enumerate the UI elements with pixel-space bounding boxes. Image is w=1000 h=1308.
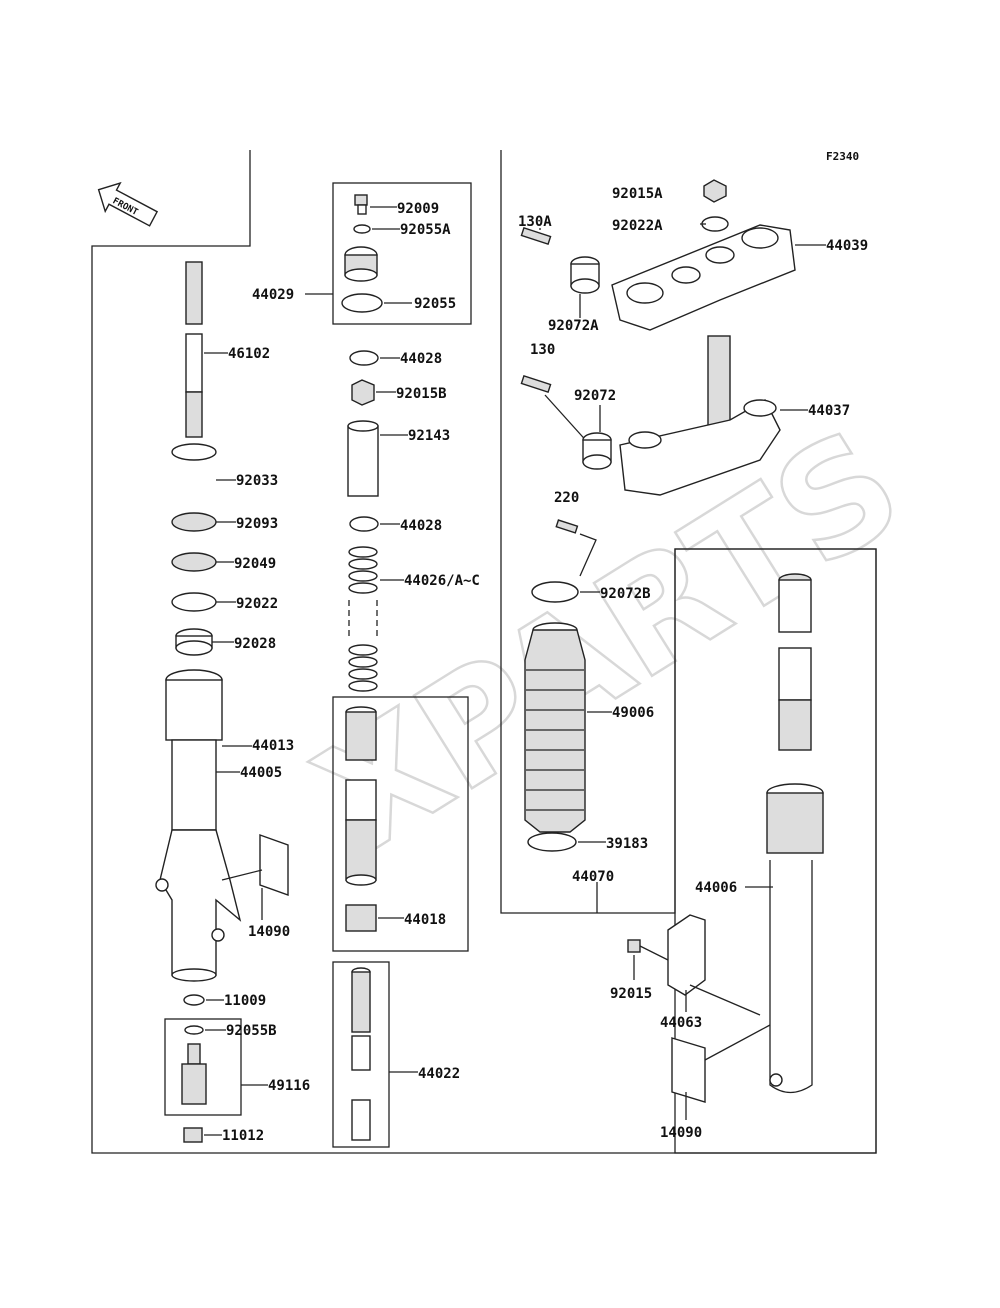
seal-92093	[171, 512, 217, 532]
upper-bracket-44039	[611, 224, 796, 331]
label-92055: 92055	[414, 296, 456, 312]
oring-92055	[341, 293, 383, 313]
label-44026: 44026/A~C	[404, 573, 480, 589]
label-46102: 46102	[228, 346, 270, 362]
fork-tube-right	[778, 573, 812, 751]
label-39183: 39183	[606, 836, 648, 852]
bushing-92028	[175, 628, 213, 656]
label-plate-14090-right	[671, 1037, 706, 1103]
fork-tube-46102	[185, 261, 203, 438]
seal-92049	[171, 552, 217, 572]
piston-box	[332, 696, 469, 952]
bolt-11012	[183, 1127, 203, 1143]
label-92072A: 92072A	[548, 318, 599, 334]
label-92009: 92009	[397, 201, 439, 217]
oring-92055B	[184, 1025, 204, 1035]
screw-220	[555, 519, 579, 534]
label-92015A: 92015A	[612, 186, 663, 202]
valve-49116	[181, 1043, 207, 1105]
label-44063: 44063	[660, 1015, 702, 1031]
label-220: 220	[554, 490, 579, 506]
label-92022A: 92022A	[612, 218, 663, 234]
label-11012: 11012	[222, 1128, 264, 1144]
label-49006: 49006	[612, 705, 654, 721]
outer-tube-44006	[766, 783, 824, 1094]
clamp-92072A	[570, 256, 600, 294]
bushing-44018	[345, 904, 377, 932]
label-92022: 92022	[236, 596, 278, 612]
label-14090-right: 14090	[660, 1125, 702, 1141]
label-92015B: 92015B	[396, 386, 447, 402]
label-44005: 44005	[240, 765, 282, 781]
damper-box	[332, 961, 390, 1148]
label-130A: 130A	[518, 214, 552, 230]
label-14090-left: 14090	[248, 924, 290, 940]
label-44037: 44037	[808, 403, 850, 419]
label-130: 130	[530, 342, 555, 358]
label-92033: 92033	[236, 473, 278, 489]
label-92143: 92143	[408, 428, 450, 444]
bolt-92009	[354, 194, 368, 215]
front-arrow-icon: FRONT	[97, 181, 159, 227]
clip-92033	[171, 443, 217, 461]
valve-box	[164, 1018, 242, 1116]
rubber-boot-49006	[524, 622, 586, 833]
label-44028-upper: 44028	[400, 351, 442, 367]
label-44018: 44018	[404, 912, 446, 928]
bolt-130	[520, 374, 552, 394]
fork-spring	[348, 546, 378, 692]
outer-tube-44005	[155, 669, 242, 982]
nut-92015A	[703, 179, 727, 203]
clamp-92072	[582, 432, 612, 470]
gasket-11009	[183, 994, 205, 1006]
label-44022: 44022	[418, 1066, 460, 1082]
label-plate-14090-left	[259, 834, 289, 896]
clamp-92072B	[531, 581, 579, 603]
bolt-92015	[627, 939, 641, 953]
label-44006: 44006	[695, 880, 737, 896]
damper-rod	[351, 967, 371, 1141]
label-92093: 92093	[236, 516, 278, 532]
figure-code: F2340	[826, 150, 859, 163]
label-92015: 92015	[610, 986, 652, 1002]
label-92055A: 92055A	[400, 222, 451, 238]
watermark: XPARTS	[289, 397, 930, 887]
holder-44063	[667, 914, 706, 996]
label-44039: 44039	[826, 238, 868, 254]
spacer-92143	[347, 425, 379, 497]
band-39183	[527, 832, 577, 852]
cylinder-tube	[345, 706, 377, 886]
cap-bolt	[344, 246, 378, 282]
nut-92015B	[351, 379, 375, 406]
fork-right-frame	[674, 548, 877, 1154]
label-92072: 92072	[574, 388, 616, 404]
label-49116: 49116	[268, 1078, 310, 1094]
cap-bolt-box	[332, 182, 472, 325]
washer-44028-lower	[349, 516, 379, 532]
label-11009: 11009	[224, 993, 266, 1009]
label-92072B: 92072B	[600, 586, 651, 602]
label-92028: 92028	[234, 636, 276, 652]
label-44013: 44013	[252, 738, 294, 754]
label-44028-lower: 44028	[400, 518, 442, 534]
washer-92022	[171, 592, 217, 612]
oring-92055A	[353, 224, 371, 234]
label-92055B: 92055B	[226, 1023, 277, 1039]
label-44070: 44070	[572, 869, 614, 885]
label-92049: 92049	[234, 556, 276, 572]
label-44029: 44029	[252, 287, 294, 303]
bolt-130A	[520, 226, 552, 246]
lower-bracket-44037	[619, 335, 781, 496]
washer-44028-upper	[349, 350, 379, 366]
